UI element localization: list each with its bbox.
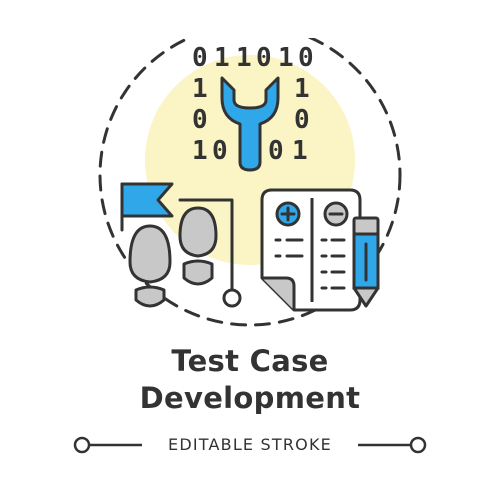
footer-right-dot xyxy=(409,436,427,454)
minus-circle-icon xyxy=(323,201,349,227)
plus-circle-icon xyxy=(275,201,301,227)
binary-digit: 0 xyxy=(212,136,228,166)
illustration: 0 1 1 0 1 0 1 0 1 0 1 0 0 1 xyxy=(98,18,402,327)
footer-decoration xyxy=(73,436,427,454)
binary-left-col: 1 0 xyxy=(192,74,208,135)
list-lines-left xyxy=(274,238,304,258)
editable-stroke-label: EDITABLE STROKE xyxy=(168,435,332,454)
pencil-icon xyxy=(352,216,380,308)
binary-digit: 0 xyxy=(192,105,208,135)
checklist-document-icon xyxy=(260,188,362,312)
binary-digit: 1 xyxy=(278,43,294,73)
binary-digit: 0 xyxy=(268,136,284,166)
binary-digit: 1 xyxy=(294,74,310,104)
path-line xyxy=(178,198,234,292)
test-case-development-icon: 0 1 1 0 1 0 1 0 1 0 1 0 0 1 xyxy=(98,18,402,327)
binary-digit: 1 xyxy=(236,43,252,73)
binary-bottom-row: 1 0 0 1 xyxy=(192,136,308,166)
footprints-icon xyxy=(128,206,218,308)
ring-gap-top xyxy=(175,18,325,38)
footer-caption: EDITABLE STROKE xyxy=(0,428,500,462)
binary-digit: 0 xyxy=(294,105,310,135)
title-line-1: Test Case xyxy=(171,344,329,378)
title-line-2: Development xyxy=(139,381,361,415)
path-end-dot xyxy=(222,288,242,308)
flag-icon xyxy=(120,182,174,232)
binary-digit: 0 xyxy=(298,43,314,73)
wrench-icon xyxy=(220,76,280,172)
binary-digit: 0 xyxy=(256,43,272,73)
binary-top-row: 0 1 1 0 1 0 xyxy=(192,43,314,73)
binary-right-col: 1 0 xyxy=(294,74,310,135)
binary-digit: 1 xyxy=(192,136,208,166)
binary-digit: 1 xyxy=(292,136,308,166)
binary-digit: 0 xyxy=(192,43,208,73)
binary-digit: 1 xyxy=(192,74,208,104)
list-lines-right xyxy=(320,238,346,290)
binary-digit: 1 xyxy=(214,43,230,73)
